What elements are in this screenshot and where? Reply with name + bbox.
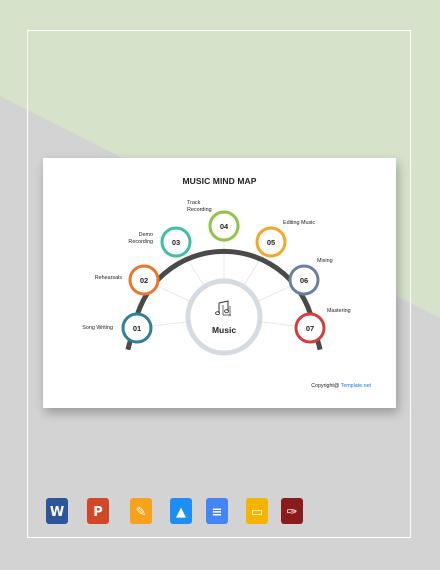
note-lines xyxy=(222,305,231,316)
note-head xyxy=(224,309,230,314)
node-05[interactable]: 05 xyxy=(255,226,287,258)
note-head xyxy=(215,311,221,316)
node-label: Recording xyxy=(128,239,153,245)
google-slides-icon[interactable]: ▭ xyxy=(244,497,270,525)
node-number: 01 xyxy=(133,324,141,333)
svg-text:P: P xyxy=(93,505,103,520)
node-01[interactable]: 01 xyxy=(121,312,153,344)
svg-text:▲: ▲ xyxy=(176,505,186,520)
svg-text:✑: ✑ xyxy=(287,505,298,520)
node-02[interactable]: 02 xyxy=(128,264,160,296)
node-06[interactable]: 06 xyxy=(288,264,320,296)
node-label: Rehearsals xyxy=(95,275,123,281)
copyright-text: Copyright@ Template.net xyxy=(311,383,371,389)
app-icons-row: W P ✎ ▲ ≡ ▭ ✑ xyxy=(44,497,304,525)
copyright-link[interactable]: Template.net xyxy=(340,383,371,389)
node-label: Mastering xyxy=(327,308,351,314)
template-preview-card[interactable]: MUSIC MIND MAP Music 01 Song Writing 02 Rehe… xyxy=(43,158,396,408)
node-number: 04 xyxy=(220,222,229,231)
node-ring xyxy=(294,312,326,344)
node-number: 07 xyxy=(306,324,314,333)
svg-text:≡: ≡ xyxy=(212,505,223,520)
word-icon[interactable]: W xyxy=(44,497,70,525)
node-label: Demo xyxy=(139,232,153,238)
node-04[interactable]: 04 xyxy=(208,210,240,242)
node-number: 06 xyxy=(300,276,308,285)
pages-icon[interactable]: ✎ xyxy=(128,497,154,525)
pdf-icon[interactable]: ✑ xyxy=(279,497,305,525)
node-ring xyxy=(128,264,160,296)
svg-text:✎: ✎ xyxy=(136,505,147,520)
note-stems xyxy=(218,300,229,313)
diagram-title: MUSIC MIND MAP xyxy=(182,176,257,186)
node-label: Track xyxy=(187,200,201,206)
powerpoint-icon[interactable]: P xyxy=(85,497,111,525)
node-label: Recording xyxy=(187,207,212,213)
page-frame xyxy=(27,30,411,538)
copyright-prefix: Copyright@ xyxy=(311,383,341,389)
node-07[interactable]: 07 xyxy=(294,312,326,344)
node-ring xyxy=(160,226,192,258)
svg-text:▭: ▭ xyxy=(251,505,263,520)
node-number: 02 xyxy=(140,276,148,285)
node-ring xyxy=(255,226,287,258)
google-docs-icon[interactable]: ≡ xyxy=(204,497,230,525)
node-03[interactable]: 03 xyxy=(160,226,192,258)
node-label: Editing Music xyxy=(283,220,315,226)
node-number: 05 xyxy=(267,238,275,247)
hub-ring xyxy=(185,278,263,356)
node-ring xyxy=(288,264,320,296)
node-number: 03 xyxy=(172,238,180,247)
keynote-icon[interactable]: ▲ xyxy=(168,497,194,525)
hub-label: Music xyxy=(212,325,236,335)
svg-text:W: W xyxy=(50,505,64,520)
node-ring xyxy=(208,210,240,242)
node-label: Mixing xyxy=(317,258,333,264)
node-label: Song Writing xyxy=(82,325,113,331)
music-notes-icon xyxy=(215,300,231,316)
node-ring xyxy=(121,312,153,344)
